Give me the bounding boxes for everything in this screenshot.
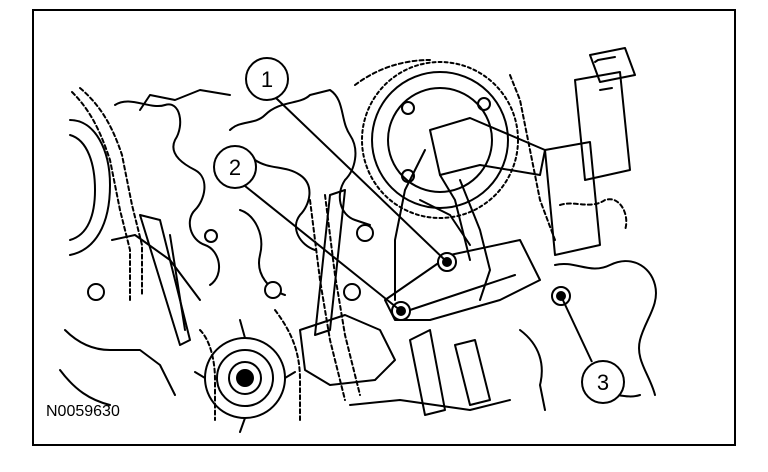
figure-id-label: N0059630 <box>46 403 120 420</box>
callout-3: 3 <box>581 360 625 404</box>
callout-3-label: 3 <box>597 370 609 395</box>
callout-1: 1 <box>245 57 289 101</box>
callout-leaders <box>244 97 593 363</box>
callout-2-label: 2 <box>229 155 241 180</box>
callout-1-label: 1 <box>261 67 273 92</box>
engine-line-art <box>59 47 657 433</box>
callout-2: 2 <box>213 145 257 189</box>
